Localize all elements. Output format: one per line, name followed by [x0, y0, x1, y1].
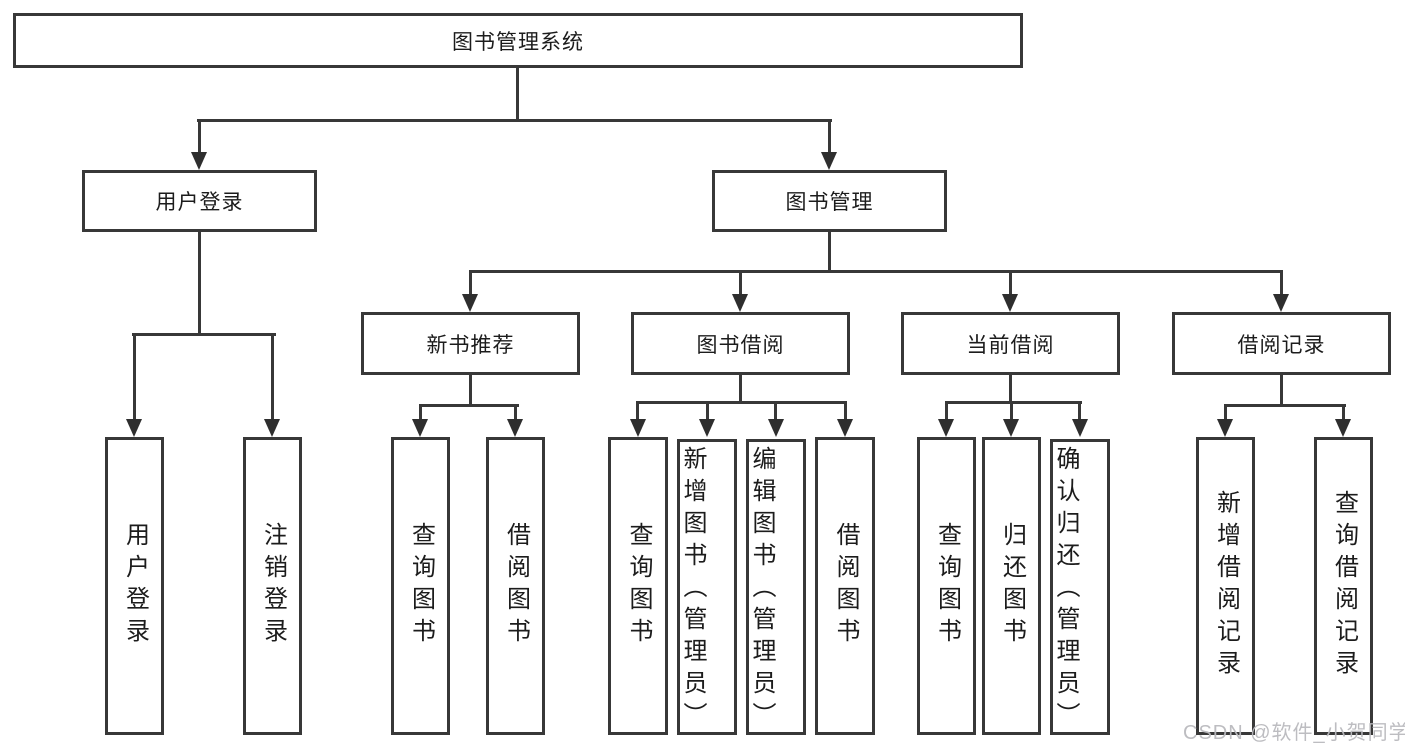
connector-line	[636, 401, 639, 423]
leaf-label: 确认归还（管理员）	[1052, 445, 1079, 734]
arrow-down-icon	[938, 419, 954, 437]
connector-line	[133, 333, 136, 423]
leaf-query-books-recommend: 查询图书	[391, 437, 450, 735]
connector-line	[945, 401, 948, 423]
leaf-user-login: 用户登录	[105, 437, 164, 735]
arrow-down-icon	[732, 294, 748, 312]
leaf-label: 新增图书（管理员）	[679, 445, 706, 734]
leaf-borrow-books-recommend: 借阅图书	[486, 437, 545, 735]
connector-line	[419, 404, 422, 423]
leaf-label: 新增借阅记录	[1212, 490, 1240, 682]
arrow-down-icon	[126, 419, 142, 437]
leaf-edit-books-admin: 编辑图书（管理员）	[746, 439, 806, 735]
leaf-query-borrow-record: 查询借阅记录	[1314, 437, 1373, 735]
node-label: 图书借阅	[696, 333, 785, 357]
leaf-label: 注销登录	[259, 522, 287, 650]
leaf-add-books-admin: 新增图书（管理员）	[677, 439, 737, 735]
arrow-down-icon	[1003, 419, 1019, 437]
arrow-down-icon	[768, 419, 784, 437]
arrow-down-icon	[264, 419, 280, 437]
connector-line	[828, 232, 831, 272]
connector-line	[828, 119, 831, 156]
node-user-login: 用户登录	[82, 170, 317, 232]
arrow-down-icon	[412, 419, 428, 437]
connector-line	[739, 270, 742, 296]
connector-line	[1009, 375, 1012, 403]
leaf-logout: 注销登录	[243, 437, 302, 735]
leaf-label: 归还图书	[998, 522, 1026, 650]
node-book-management: 图书管理	[712, 170, 947, 232]
connector-line	[1224, 404, 1346, 407]
leaf-label: 查询图书	[407, 522, 435, 650]
arrow-down-icon	[837, 419, 853, 437]
connector-line	[1010, 401, 1013, 423]
connector-line	[516, 68, 519, 121]
connector-line	[945, 401, 1082, 404]
arrow-down-icon	[699, 419, 715, 437]
arrow-down-icon	[1002, 294, 1018, 312]
leaf-return-books: 归还图书	[982, 437, 1041, 735]
leaf-label: 查询图书	[625, 522, 652, 650]
leaf-label: 借阅图书	[502, 522, 530, 650]
arrow-down-icon	[191, 152, 207, 170]
node-label: 图书管理	[785, 191, 874, 214]
leaf-label: 查询图书	[933, 522, 961, 650]
connector-line	[706, 401, 709, 423]
node-library-management-system: 图书管理系统	[13, 13, 1023, 68]
connector-line	[132, 333, 276, 336]
connector-line	[774, 401, 777, 423]
connector-line	[271, 333, 274, 423]
connector-line	[844, 401, 847, 423]
leaf-borrow-books: 借阅图书	[815, 437, 875, 735]
connector-line	[1078, 401, 1081, 423]
leaf-query-books-current: 查询图书	[917, 437, 976, 735]
leaf-confirm-return-admin: 确认归还（管理员）	[1050, 439, 1110, 735]
node-current-borrowing: 当前借阅	[901, 312, 1120, 375]
connector-line	[198, 119, 201, 156]
node-label: 新书推荐	[426, 333, 515, 357]
node-label: 用户登录	[155, 191, 244, 214]
arrow-down-icon	[630, 419, 646, 437]
leaf-label: 编辑图书（管理员）	[748, 445, 775, 734]
arrow-down-icon	[507, 419, 523, 437]
connector-line	[636, 401, 847, 404]
connector-line	[198, 232, 201, 336]
arrow-down-icon	[462, 294, 478, 312]
connector-line	[469, 270, 472, 296]
arrow-down-icon	[1217, 419, 1233, 437]
csdn-watermark: CSDN @软件_小贺同学	[1183, 722, 1405, 744]
leaf-label: 借阅图书	[832, 522, 859, 650]
arrow-down-icon	[1273, 294, 1289, 312]
node-book-borrowing: 图书借阅	[631, 312, 850, 375]
leaf-label: 查询借阅记录	[1330, 490, 1358, 682]
arrow-down-icon	[821, 152, 837, 170]
connector-line	[1342, 404, 1345, 423]
node-label: 借阅记录	[1237, 333, 1326, 357]
connector-line	[1280, 270, 1283, 296]
node-new-book-recommendation: 新书推荐	[361, 312, 580, 375]
connector-line	[469, 270, 1283, 273]
connector-line	[419, 404, 519, 407]
node-label: 当前借阅	[966, 333, 1055, 357]
connector-line	[514, 404, 517, 423]
leaf-add-borrow-record: 新增借阅记录	[1196, 437, 1255, 735]
node-borrowing-records: 借阅记录	[1172, 312, 1391, 375]
node-label: 图书管理系统	[452, 30, 584, 54]
arrow-down-icon	[1072, 419, 1088, 437]
connector-line	[1009, 270, 1012, 296]
connector-line	[1224, 404, 1227, 423]
connector-line	[739, 375, 742, 403]
connector-line	[1280, 375, 1283, 406]
connector-line	[469, 375, 472, 406]
leaf-query-books-borrow: 查询图书	[608, 437, 668, 735]
connector-line	[197, 119, 832, 122]
leaf-label: 用户登录	[121, 522, 149, 650]
arrow-down-icon	[1335, 419, 1351, 437]
